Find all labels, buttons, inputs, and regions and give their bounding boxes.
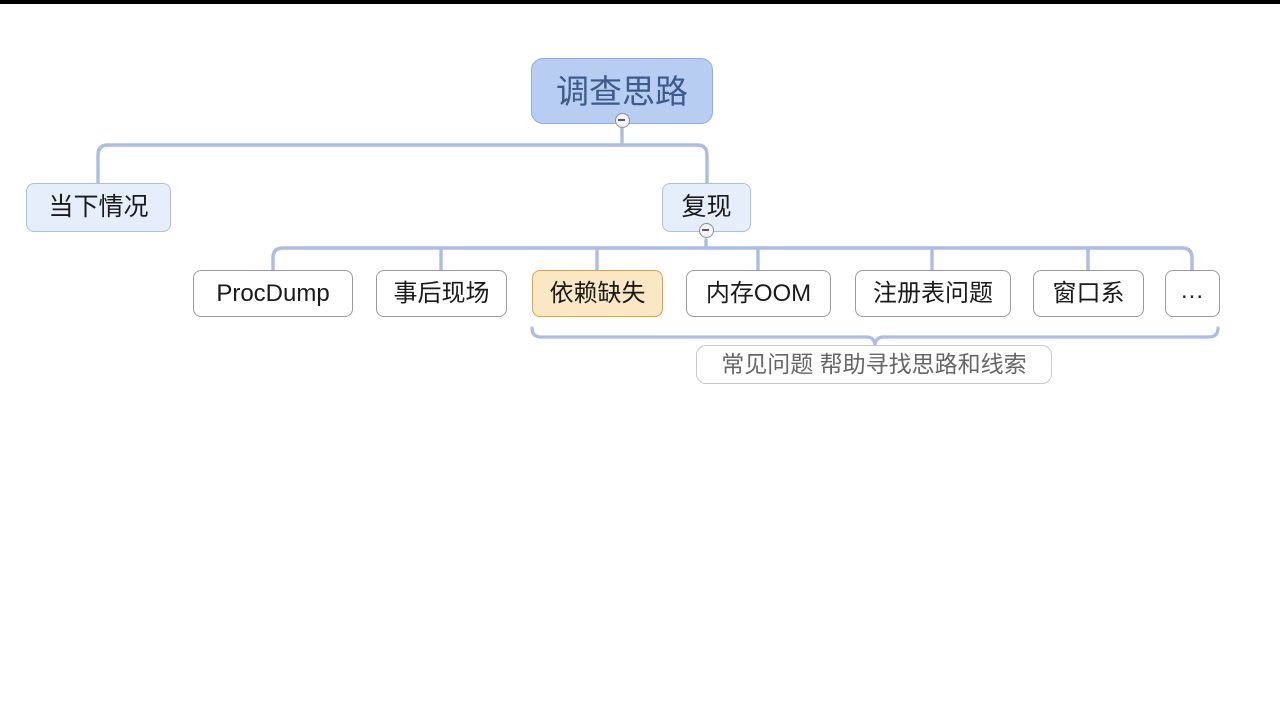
node-leaf-postmortem-scene-label: 事后现场 bbox=[393, 279, 490, 307]
node-leaf-missing-dependency-label: 依赖缺失 bbox=[549, 279, 646, 307]
edge-level1-bus bbox=[96, 143, 709, 186]
branch-reproduce-collapse-toggle-icon[interactable] bbox=[699, 223, 714, 238]
annotation-note[interactable]: 常见问题 帮助寻找思路和线索 bbox=[696, 345, 1052, 384]
node-leaf-memory-oom-label: 内存OOM bbox=[705, 279, 812, 307]
annotation-brace bbox=[530, 326, 1220, 348]
node-leaf-window-system-label: 窗口系 bbox=[1052, 279, 1125, 307]
node-leaf-window-system[interactable]: 窗口系 bbox=[1033, 270, 1144, 317]
node-leaf-procdump[interactable]: ProcDump bbox=[193, 270, 353, 317]
edge-level2-bus bbox=[271, 246, 1194, 272]
node-leaf-missing-dependency[interactable]: 依赖缺失 bbox=[532, 270, 663, 317]
node-leaf-more[interactable]: ... bbox=[1165, 270, 1220, 317]
annotation-note-label: 常见问题 帮助寻找思路和线索 bbox=[721, 351, 1027, 377]
node-leaf-memory-oom[interactable]: 内存OOM bbox=[686, 270, 831, 317]
node-leaf-procdump-label: ProcDump bbox=[216, 279, 330, 307]
node-branch-reproduce-label: 复现 bbox=[681, 193, 732, 221]
node-branch-current-situation-label: 当下情况 bbox=[48, 193, 149, 221]
node-branch-current-situation[interactable]: 当下情况 bbox=[26, 183, 171, 232]
node-leaf-more-label: ... bbox=[1180, 276, 1204, 304]
top-black-bar bbox=[0, 0, 1280, 4]
node-leaf-registry-issue-label: 注册表问题 bbox=[873, 279, 993, 307]
node-leaf-registry-issue[interactable]: 注册表问题 bbox=[855, 270, 1011, 317]
root-collapse-toggle-icon[interactable] bbox=[615, 113, 630, 128]
node-root-label: 调查思路 bbox=[556, 72, 688, 110]
node-leaf-postmortem-scene[interactable]: 事后现场 bbox=[376, 270, 507, 317]
